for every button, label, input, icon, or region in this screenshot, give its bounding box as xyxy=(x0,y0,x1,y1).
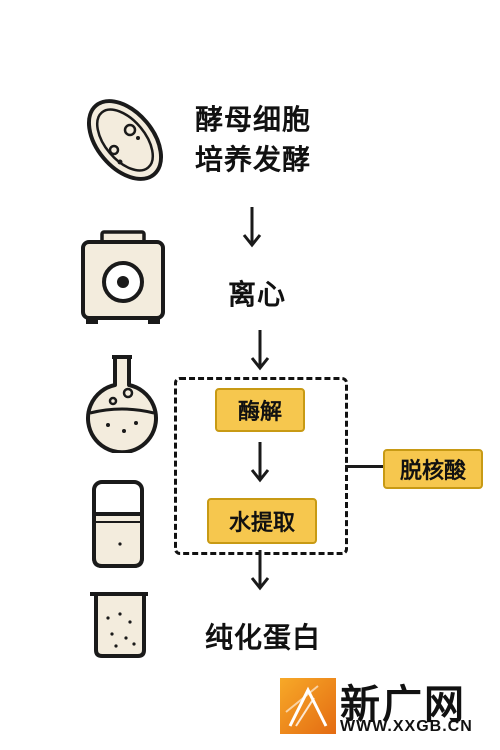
connector-line xyxy=(345,465,383,468)
arrow-down-icon xyxy=(250,442,270,483)
side-label-denucleation: 脱核酸 xyxy=(383,449,483,489)
step-yeast-culture-line1: 酵母细胞 xyxy=(195,103,312,136)
step-water-extraction: 水提取 xyxy=(207,498,317,544)
arrow-down-icon xyxy=(250,330,270,371)
step-pure-protein: 纯化蛋白 xyxy=(205,621,322,654)
step-centrifuge: 离心 xyxy=(228,278,287,311)
arrow-down-icon xyxy=(242,207,262,248)
yeast-cell-icon xyxy=(86,99,164,181)
arrow-down-icon xyxy=(250,550,270,591)
step-enzymolysis: 酶解 xyxy=(215,388,305,432)
centrifuge-icon xyxy=(81,230,165,324)
glass-cup-icon xyxy=(92,480,144,568)
step-yeast-culture-line2: 培养发酵 xyxy=(195,143,312,176)
round-flask-icon xyxy=(86,355,158,453)
watermark-brand: 新广网 xyxy=(340,683,466,727)
beaker-icon xyxy=(90,592,148,658)
watermark-url: WWW.XXGB.CN xyxy=(340,718,473,735)
watermark-logo-icon xyxy=(280,678,336,734)
